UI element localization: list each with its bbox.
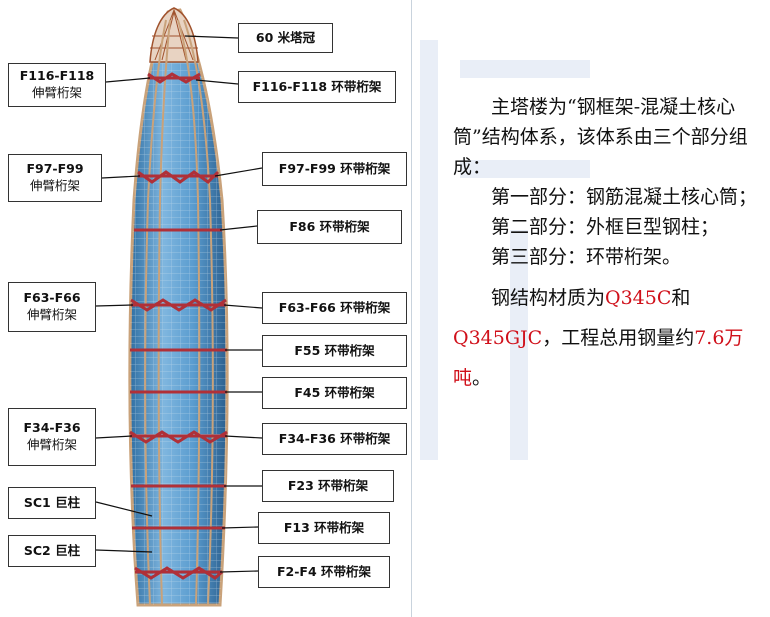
label-outrigger-97-floor: F97-F99	[26, 161, 84, 177]
label-outrigger-34: F34-F36 伸臂桁架	[8, 408, 96, 466]
label-belt-13: F13 环带桁架	[258, 512, 390, 544]
steel-grade-q345gjc: Q345GJC	[453, 327, 543, 349]
description-text: 主塔楼为“钢框架-混凝土核心筒”结构体系，该体系由三个部分组成： 第一部分：钢筋…	[453, 92, 758, 398]
label-outrigger-63: F63-F66 伸臂桁架	[8, 282, 96, 332]
label-outrigger-97-name: 伸臂桁架	[29, 178, 80, 193]
label-belt-97: F97-F99 环带桁架	[262, 152, 407, 186]
steel-total-prefix: ，工程总用钢量约	[542, 327, 695, 349]
sentence-end: 。	[472, 367, 492, 389]
label-sc1: SC1 巨柱	[8, 487, 96, 519]
label-outrigger-63-name: 伸臂桁架	[26, 307, 77, 322]
label-belt-63: F63-F66 环带桁架	[262, 292, 407, 324]
description-paragraph-5: 钢结构材质为Q345C和 Q345GJC，工程总用钢量约7.6万吨。	[453, 278, 758, 398]
label-belt-86: F86 环带桁架	[257, 210, 402, 244]
description-paragraph-2: 第一部分：钢筋混凝土核心筒；	[491, 186, 758, 208]
label-outrigger-34-floor: F34-F36	[23, 420, 81, 436]
steel-grade-q345c: Q345C	[605, 287, 672, 309]
steel-material-prefix: 钢结构材质为	[491, 287, 606, 309]
label-belt-34: F34-F36 环带桁架	[262, 423, 407, 455]
tower-structure-figure: 60 米塔冠 F116-F118 伸臂桁架 F116-F118 环带桁架 F97…	[8, 0, 412, 617]
label-sc2: SC2 巨柱	[8, 535, 96, 567]
label-outrigger-63-floor: F63-F66	[23, 290, 81, 306]
watermark-background	[420, 40, 600, 460]
label-outrigger-97: F97-F99 伸臂桁架	[8, 154, 102, 202]
label-belt-23: F23 环带桁架	[262, 470, 394, 502]
description-paragraph-3: 第二部分：外框巨型钢柱；	[491, 216, 720, 238]
label-outrigger-top-floor: F116-F118	[19, 68, 95, 84]
conjunction-and: 和	[671, 287, 691, 309]
label-belt-45: F45 环带桁架	[262, 377, 407, 409]
label-crown: 60 米塔冠	[238, 23, 333, 53]
label-belt-top: F116-F118 环带桁架	[238, 71, 396, 103]
label-belt-2: F2-F4 环带桁架	[258, 556, 390, 588]
label-outrigger-top: F116-F118 伸臂桁架	[8, 63, 106, 107]
label-outrigger-top-name: 伸臂桁架	[31, 85, 82, 100]
tower-illustration	[95, 7, 263, 607]
description-paragraph-4: 第三部分：环带桁架。	[491, 246, 682, 268]
label-belt-55: F55 环带桁架	[262, 335, 407, 367]
description-paragraph-1: 主塔楼为“钢框架-混凝土核心筒”结构体系，该体系由三个部分组成：	[453, 96, 748, 178]
steel-total-amount: 7.6万吨	[453, 327, 744, 389]
label-outrigger-34-name: 伸臂桁架	[26, 437, 77, 452]
